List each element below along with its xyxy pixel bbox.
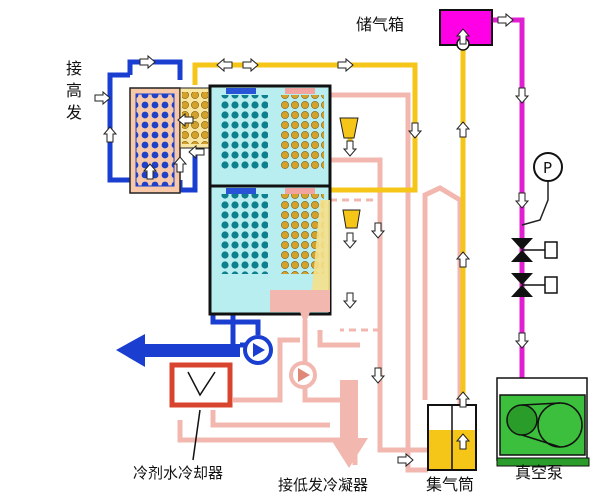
main-shell (208, 84, 332, 325)
vacuum-pump-label: 真空泵 (515, 463, 563, 482)
refrigerant-cooler (169, 362, 233, 461)
hp-gen-label-2: 高 (66, 81, 82, 100)
pink-dashed-line (330, 198, 382, 332)
hp-gen-label-1: 接 (66, 59, 82, 78)
blue-outlet-arrow (116, 334, 240, 367)
pressure-gauge-label: P (543, 159, 552, 177)
pressure-gauge (533, 152, 563, 182)
pink-pipes (177, 92, 463, 473)
hp-gen-label-3: 发 (66, 103, 82, 122)
gas-collector (427, 404, 477, 471)
vacuum-pump (496, 377, 590, 467)
refrigerant-pump (243, 335, 273, 365)
pink-down-arrow (330, 380, 368, 468)
gas-collector-label: 集气筒 (426, 475, 474, 494)
hp-generator-block (129, 87, 211, 194)
gas-tank-label: 储气箱 (356, 15, 404, 34)
valve-upper (511, 238, 558, 262)
lower-trap (342, 209, 361, 229)
lp-condenser-label: 接低发冷凝器 (278, 476, 368, 494)
valve-lower (511, 273, 558, 297)
solution-pump (289, 361, 317, 389)
refrigerant-cooler-label: 冷剂水冷却器 (133, 464, 223, 482)
upper-trap (339, 117, 359, 139)
